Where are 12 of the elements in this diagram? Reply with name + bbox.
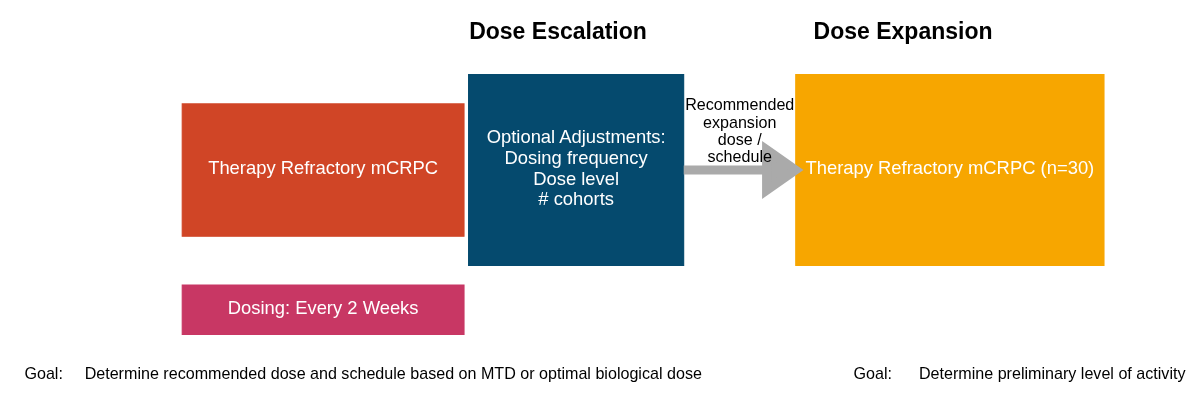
label: Determine recommended dose and schedule based on MTD or optimal biological dose (84, 363, 702, 382)
node-box: Optional Adjustments: Dosing frequency Dose level # cohorts (468, 73, 685, 266)
node-box: Therapy Refractory mCRPC (n=30) (795, 73, 1105, 266)
label: Determine preliminary level of activity (918, 363, 1186, 382)
arrow (683, 140, 804, 199)
node-box: Dosing: Every 2 Weeks (181, 283, 465, 335)
edge-label: Recommended expansion dose / schedule (685, 94, 795, 165)
node-box: Therapy Refractory mCRPC (181, 102, 465, 237)
label: Dose Escalation (469, 17, 647, 44)
label: Goal: (853, 363, 893, 382)
label: Goal: (24, 363, 63, 382)
label: Dose Expansion (813, 17, 993, 44)
